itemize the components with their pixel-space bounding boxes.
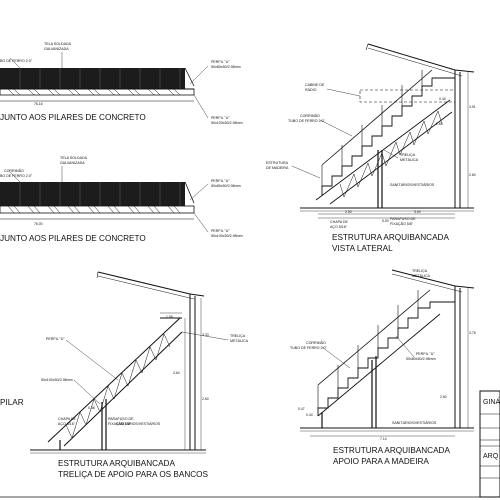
label-trelica-6: METÁLICA [412,274,431,278]
label-corrimao-3: CORRIMÃO [300,113,320,118]
title-pilares-a: JUNTO AOS PILARES DE CONCRETO [0,113,146,122]
elevation-pilares-top: 76,16 TELA SOLDADA GALVANIZADA BO DE FER… [0,42,243,125]
label-perfil-u-1: PERFIL "U" [211,60,230,64]
elevation-trelica-apoio: 1.56 3.33 2.60 3.64 0.48 TRELIÇA METÁLIC… [0,271,249,479]
label-estrutura-madeira-2: DE MADEIRA [266,166,289,170]
dim-mad-h1: 3.76 [469,331,476,335]
dim-lat-total: 5.00 [382,219,389,223]
label-cabine-2: RÁDIO [305,88,317,92]
label-perfil-u-4b: 50x100x50/2.98mm [211,234,243,238]
label-trelica-4: METÁLICA [230,339,249,343]
dim-tre-base: 0.48 [88,406,95,410]
label-perfil-u-6b: 50x80x50/2.98mm [406,357,436,361]
label-tubo-3: TUBO DE FERRO 2.0" [288,119,326,123]
title-trelica-1: ESTRUTURA ARQUIBANCADA [58,459,175,468]
label-parafuso-2: FIXAÇÃO 5/8" [390,221,414,226]
label-chapa-1: CHAPA DE [330,220,349,224]
title-block-code: ARQ [483,453,499,460]
label-tubo-2: BO DE FERRO 2.0" [0,174,33,178]
label-trelica-1: TRELIÇA [400,153,416,157]
elevation-vista-lateral: 2.50 3.00 5.00 3.91 2.60 2.63 0.44 CABIN… [266,43,476,253]
label-chapa-4: AÇO 5/16" [58,422,76,426]
label-tela-galvanizada-1: GALVANIZADA [44,47,69,51]
label-perfil-u-3b: 50x80x50/2.98mm [211,184,241,188]
label-chapa-3: CHAPA DE [58,417,77,421]
label-sanitarios-3: SANITÁRIOS/VESTIÁRIOS [392,421,437,425]
title-block-name: GINÁ [483,397,500,406]
label-trelica-2: METÁLICA [400,158,419,162]
label-estrutura-madeira-1: ESTRUTURA [266,161,289,165]
label-parafuso-3: PARAFUSO DE [108,417,134,421]
label-perfil-u-5: PERFIL "U" [46,337,65,341]
title-madeira-1: ESTRUTURA ARQUIBANCADA [333,446,450,455]
label-parafuso-4: FIXAÇÃO 5/8" [108,421,132,426]
dim-tre-h3: 3.64 [173,371,180,375]
label-tubo-4: TUBO DE FERRO 2.0" [290,346,328,350]
dim-tre-h2: 2.60 [202,397,209,401]
label-corrimao-2: CORRIMÃO [4,168,24,173]
label-perfil-u-3: PERFIL "U" [211,179,230,183]
label-tela-galvanizada-2: GALVANIZADA [60,161,85,165]
label-parafuso-1: PARAFUSO DE [390,217,416,221]
dim-lat-h4: 2.60 [469,173,476,177]
dim-lat-h1: 0.44 [439,97,446,101]
dim-lat-h3: 3.91 [469,105,476,109]
dim-mad-h3: 0.47 [298,407,305,411]
label-perfil-u-4: PERFIL "U" [211,229,230,233]
title-lateral-1: ESTRUTURA ARQUIBANCADA [332,233,449,242]
label-sanitarios-2: SANITÁRIOS/VESTIÁRIOS [116,422,161,426]
dim-lat-w2: 3.00 [414,210,421,214]
label-perfil-u-2: PERFIL "U" [211,116,230,120]
dim-lat-h2: 2.63 [436,122,443,126]
label-chapa-2: AÇO 5/16" [330,225,348,229]
label-cabine-1: CABINE DE [305,83,325,87]
label-perfil-u-6: PERFIL "U" [416,352,435,356]
elevation-apoio-madeira: 7.14 3.76 2.60 0.47 0.44 TRELIÇA METÁLIC… [290,269,476,466]
label-perfil-u-2b: 50x100x50/2.98mm [211,121,243,125]
label-sanitarios-1: SANITÁRIOS/VESTIÁRIOS [390,183,435,187]
label-trelica-5: TRELIÇA [412,269,428,273]
dim-tre-top: 1.56 [166,315,173,319]
label-perfil-u-1b: 50x80x50/2.98mm [211,65,241,69]
elevation-pilares-bottom: 76,00 TELA SOLDADA GALVANIZADA CORRIMÃO … [0,156,243,243]
dim-top-width-2: 76,00 [34,222,43,226]
label-tela-soldada-1: TELA SOLDADA [44,42,72,46]
label-corrimao-4: CORRIMÃO [306,340,326,345]
dim-top-width-1: 76,16 [34,102,43,106]
title-trelica-2: TRELIÇA DE APOIO PARA OS BANCOS [58,470,209,479]
label-trelica-3: TRELIÇA [230,334,246,338]
title-lateral-2: VISTA LATERAL [332,244,393,253]
dim-lat-w1: 2.50 [345,210,352,214]
label-tubo-1: BO DE FERRO 2.0" [0,59,33,63]
title-block: GINÁ ARQ [479,390,500,498]
label-tela-soldada-2: TELA SOLDADA [60,156,88,160]
label-perfil-u-5b: 50x100x50/2.98mm [41,378,73,382]
title-madeira-2: APOIO PARA A MADEIRA [333,457,429,466]
title-pilares-b: JUNTO AOS PILARES DE CONCRETO [0,234,146,243]
dim-tre-h1: 3.33 [202,333,209,337]
dim-mad-w: 7.14 [380,437,387,441]
dim-mad-h4: 0.44 [306,413,313,417]
dim-mad-h2: 2.60 [440,395,447,399]
title-pilar-fragment: PILAR [0,398,24,407]
